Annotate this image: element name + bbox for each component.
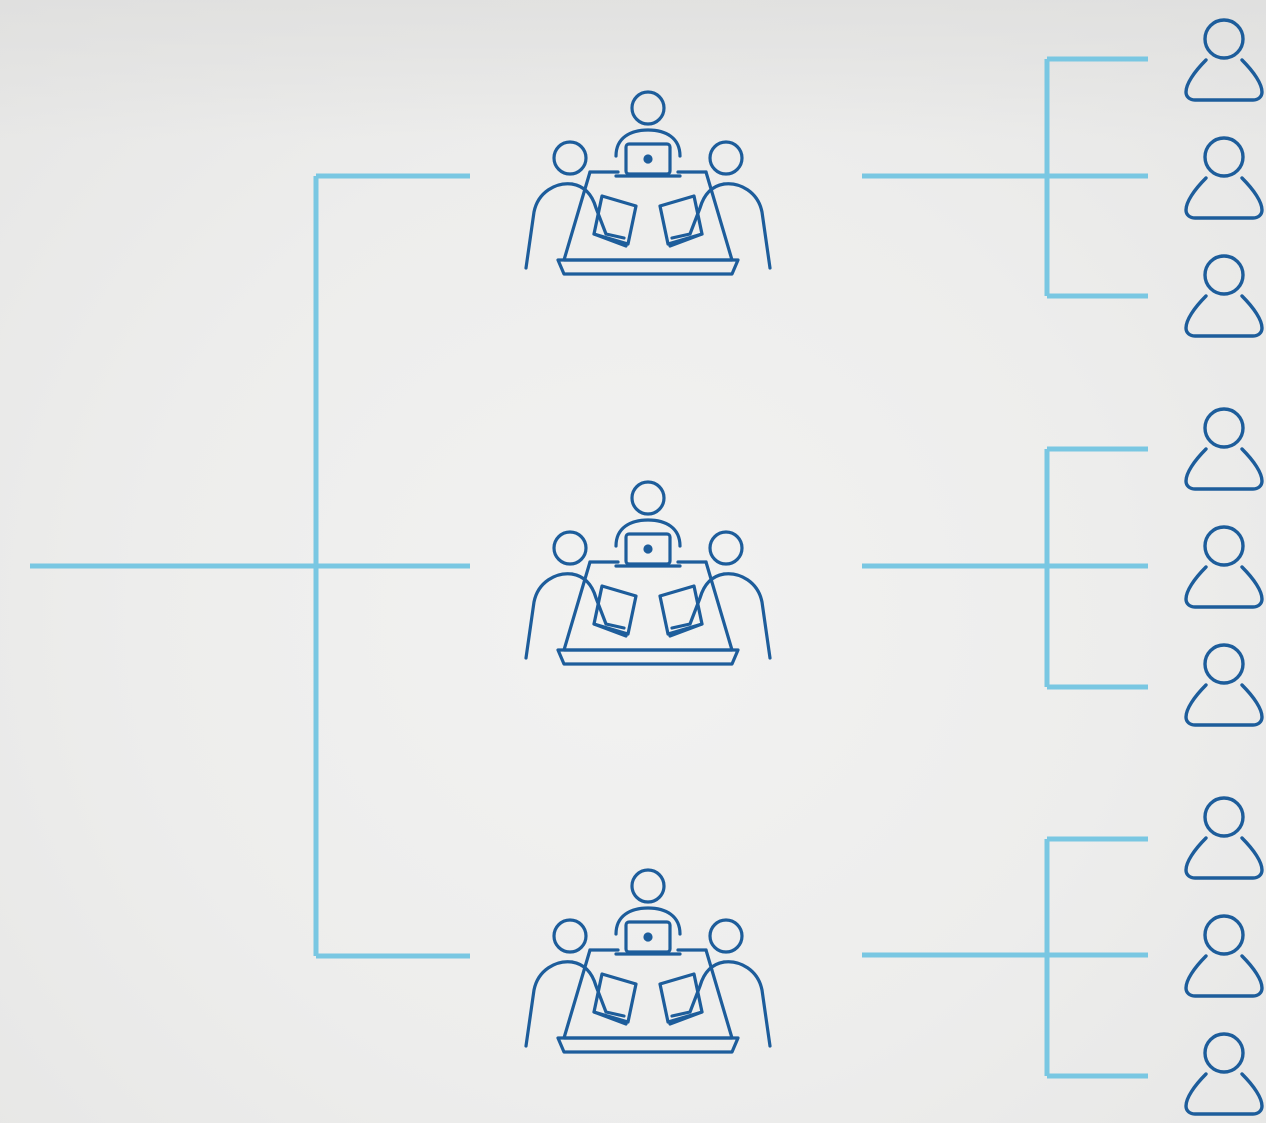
person-icon (1184, 796, 1264, 880)
team-meeting-icon (524, 868, 772, 1054)
person-icon (1184, 407, 1264, 491)
team-meeting-icon (524, 480, 772, 666)
team-group-2 (524, 407, 1264, 727)
person-icon (1184, 643, 1264, 727)
person-icon (1184, 914, 1264, 998)
person-icon (1184, 254, 1264, 338)
person-icon (1184, 1032, 1264, 1116)
team-group-3 (524, 796, 1264, 1116)
team-group-1 (524, 18, 1264, 338)
person-icon (1184, 525, 1264, 609)
person-icon (1184, 136, 1264, 220)
root-connectors (30, 173, 470, 959)
team-meeting-icon (524, 90, 772, 276)
person-icon (1184, 18, 1264, 102)
